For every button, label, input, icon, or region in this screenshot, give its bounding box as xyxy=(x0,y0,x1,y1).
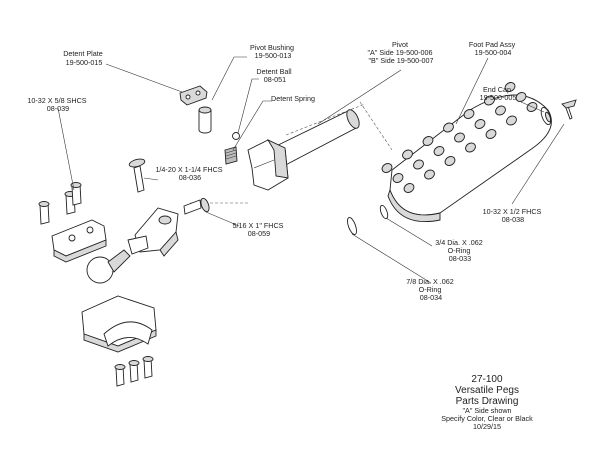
label-detent-spring: Detent Spring xyxy=(271,94,315,103)
ball-part xyxy=(86,249,131,284)
fhcs-5-16-part xyxy=(183,197,210,215)
clamp-upper-part xyxy=(51,219,107,263)
foot-pad-nub xyxy=(504,82,516,92)
title-block: 27-100 Versatile Pegs Parts Drawing "A" … xyxy=(441,374,533,431)
foot-pad-nub xyxy=(424,169,435,180)
foot-pad-nub xyxy=(474,119,486,129)
foot-pad-nub xyxy=(392,173,404,183)
foot-pad-nub xyxy=(413,159,424,170)
label-shcs-10-32: 10-32 X 5/8 SHCS 08-039 xyxy=(27,96,88,113)
oring-3-4-part xyxy=(379,204,389,220)
label-detent-plate: Detent Plate 19-500-015 xyxy=(63,49,105,67)
fhcs-quarter-part xyxy=(128,158,146,193)
label-fhcs-quarter: 1/4-20 X 1-1/4 FHCS 08-036 xyxy=(155,165,224,182)
pivot-bushing-part xyxy=(198,106,212,134)
shcs-group-top xyxy=(38,182,82,225)
label-detent-ball: Detent Ball 08-051 xyxy=(256,67,293,84)
foot-pad-nub xyxy=(443,122,454,133)
foot-pad-nub xyxy=(444,156,456,166)
foot-pad-nub xyxy=(454,132,465,143)
label-oring-3-4: 3/4 Dia. X .062 O-Ring 08-033 xyxy=(435,238,485,263)
label-pivot: Pivot "A" Side 19-500-006 "B" Side 19-50… xyxy=(367,40,434,65)
pivot-part xyxy=(247,109,360,191)
fhcs-10-32-part xyxy=(561,99,577,120)
label-fhcs-5-16: 5/16 X 1" FHCS 08-059 xyxy=(233,221,286,238)
foot-pad-nub xyxy=(422,136,434,146)
foot-pad-nub xyxy=(495,105,506,116)
label-fhcs-10-32: 10-32 X 1/2 FHCS 08-038 xyxy=(483,207,544,224)
detent-plate-part xyxy=(179,85,208,106)
title-note-color: Specify Color, Clear or Black xyxy=(441,414,533,423)
title-name-line2: Parts Drawing xyxy=(456,396,519,407)
title-part-number: 27-100 xyxy=(471,374,503,385)
foot-pad-nub xyxy=(402,149,413,160)
foot-pad-nub xyxy=(506,115,517,126)
label-oring-7-8: 7/8 Dia. X .062 O-Ring 08-034 xyxy=(406,277,456,302)
shcs-group-bottom xyxy=(114,356,154,387)
foot-pad-nub xyxy=(484,95,495,106)
foot-pad-nub xyxy=(433,146,445,156)
foot-pad-nub xyxy=(485,129,497,139)
clevis-part xyxy=(127,207,179,257)
leader-lines xyxy=(57,56,565,284)
foot-pad-nubs xyxy=(381,82,538,193)
label-foot-pad-assy: Foot Pad Assy 19-500-004 xyxy=(469,40,517,57)
foot-pad-nub xyxy=(381,163,393,173)
label-end-cap: End Cap 19-500-005 xyxy=(480,85,517,102)
foot-pad-nub xyxy=(463,109,475,119)
foot-pad-nub xyxy=(403,183,415,193)
title-name-line1: Versatile Pegs xyxy=(455,385,519,396)
foot-pad-nub xyxy=(465,142,476,153)
detent-ball-part xyxy=(232,132,240,140)
detent-spring-part xyxy=(224,146,238,165)
label-pivot-bushing: Pivot Bushing 19-500-013 xyxy=(250,43,296,60)
title-note-side: "A" Side shown xyxy=(462,406,511,415)
oring-7-8-part xyxy=(347,217,357,235)
foot-pad-nub xyxy=(515,92,527,102)
title-date: 10/29/15 xyxy=(473,422,501,431)
clamp-lower-part xyxy=(81,295,157,353)
